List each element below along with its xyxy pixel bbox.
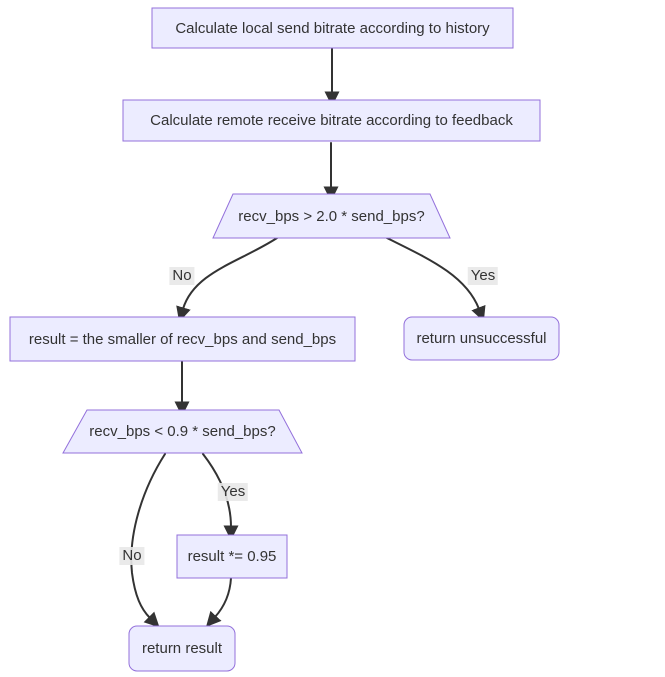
node-shape-calc-local-send	[151, 7, 514, 49]
edge-decision2-yes	[202, 453, 239, 541]
edge-decision1-no	[176, 237, 278, 322]
node-shape-decision-recv-gt	[212, 193, 451, 239]
edge-decision2-no	[130, 453, 166, 628]
node-shape-return-unsuccessful	[403, 316, 560, 361]
node-shape-return-result	[128, 625, 236, 672]
edge-decision1-yes	[386, 237, 486, 322]
node-shape-result-smaller	[9, 316, 356, 362]
node-shape-decision-recv-lt	[62, 409, 303, 454]
node-shape-calc-remote-receive	[122, 99, 541, 142]
node-shape-result-scale	[176, 534, 288, 579]
edge-scale-to-return	[205, 577, 232, 628]
